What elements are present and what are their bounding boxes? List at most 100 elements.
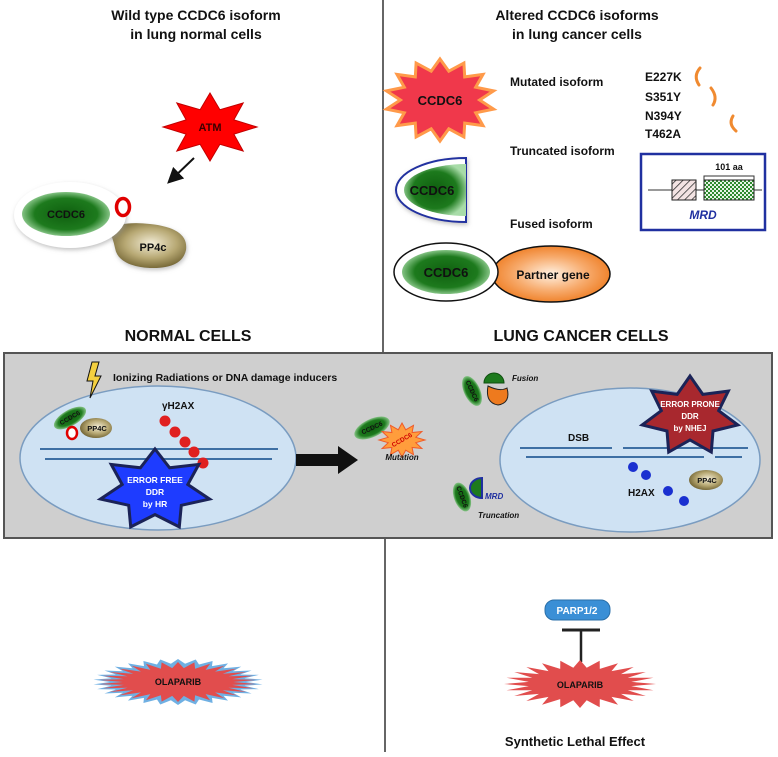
ccdc6-inner-shape [22,192,110,236]
squiggle-icon [729,114,738,133]
truncated-isoform: CCDC6 Truncated isoform 101 aa MRD [395,144,767,232]
truncation-label: Truncation [478,511,519,520]
mutation-ccdc6-shape [354,416,390,440]
hatched-domain [671,179,697,201]
mutation-item: N394Y [645,109,682,123]
pp4c-label: PP4c [140,242,167,254]
damage-inducer: Ionizing Radiations or DNA damage induce… [86,361,337,399]
truncated-ccdc6-label: CCDC6 [410,183,455,198]
squiggle-icon [694,66,702,87]
wild-type-panel: ATM PP4c CCDC6 [14,92,259,269]
parp-badge [544,599,611,621]
fused-isoform: Fused isoform Partner gene CCDC6 [393,217,611,303]
cancer-header-line-1: Altered CCDC6 isoforms [495,7,659,23]
mutation-alteration: CCDC6 CCDC6 Mutation [354,416,427,462]
gamma-h2ax-label: γH2AX [162,401,195,412]
error-prone-line-2: DDR [681,412,699,421]
mutation-list: E227K S351Y N394Y T462A [645,70,682,141]
fused-isoform-label: Fused isoform [510,217,593,231]
mutated-isoform: CCDC6 Mutated isoform E227K S351Y N394Y … [382,56,738,144]
ddr-panel: PP4C CCDC6 γH2AX ERROR FREE DDR by HR I [3,352,773,539]
olaparib-star-shape [504,660,656,708]
fusion-partner-shape [487,385,509,406]
lung-cancer-cells-title: LUNG CANCER CELLS [493,328,668,345]
normal-cell: PP4C CCDC6 γH2AX ERROR FREE DDR by HR [19,385,297,531]
error-free-star-shape [96,446,214,530]
error-free-line-2: DDR [146,487,164,497]
h2ax-label: H2AX [628,488,655,499]
parp-label: PARP1/2 [557,606,598,617]
atm-label: ATM [198,122,221,134]
gamma-h2ax-dot [179,436,191,448]
mutated-isoform-label: Mutated isoform [510,75,603,89]
cancer-cell-body [499,387,761,533]
normal-header-line-2: in lung normal cells [130,26,262,42]
pp4c-shape [108,223,187,269]
altered-panel: CCDC6 Mutated isoform E227K S351Y N394Y … [382,56,767,303]
fusion-label: Fusion [512,374,538,383]
normal-header: Wild type CCDC6 isoform in lung normal c… [111,7,280,42]
h2ax-dot [628,462,638,472]
normal-pp4c-label: PP4C [87,424,107,433]
normal-cells-title: NORMAL CELLS [125,328,252,345]
domain-bracket [703,175,755,181]
olaparib-label: OLAPARIB [557,680,604,690]
domain-length-label: 101 aa [715,162,744,172]
error-free-ddr-star: ERROR FREE DDR by HR [96,446,214,530]
error-prone-ddr-star: ERROR PRONE DDR by NHEJ [638,373,742,455]
atm-star: ATM [161,92,259,162]
mutation-label: Mutation [385,453,418,462]
fused-ccdc6-label: CCDC6 [424,265,469,280]
mrd-domain [703,179,755,201]
fusion-ccdc6-cap [483,372,505,384]
pp4c-blob: PP4c [108,223,187,269]
dsb-label: DSB [568,433,589,444]
inducer-label: Ionizing Radiations or DNA damage induce… [113,372,337,384]
normal-header-line-1: Wild type CCDC6 isoform [111,7,280,23]
normal-pp4c-shape [80,418,112,438]
fused-ccdc6-inner [402,250,490,294]
mutant-ccdc6-star [382,56,498,144]
phospho-ring-icon [114,196,132,218]
fusion-ccdc6-shape [462,376,482,406]
transition-arrow [296,446,358,474]
mrd-label: MRD [689,208,717,222]
mutant-ccdc6-label: CCDC6 [418,93,463,108]
synthetic-lethal-label: Synthetic Lethal Effect [505,734,646,749]
cancer-header: Altered CCDC6 isoforms in lung cancer ce… [495,7,659,42]
mutation-item: E227K [645,70,682,84]
mutation-item: S351Y [645,90,681,104]
truncation-mrd-label: MRD [485,492,503,501]
cancer-cell: DSB PP4C H2AX ERROR PRONE DDR by NHEJ [499,373,761,533]
error-free-line-3: by HR [143,499,168,509]
mrd-domain-box: 101 aa MRD [639,152,767,232]
atm-activation-arrow [167,157,195,184]
error-free-line-1: ERROR FREE [127,475,183,485]
fusion-alteration: CCDC6 Fusion [462,372,538,406]
gamma-h2ax-foci [159,415,209,469]
h2ax-dot [663,486,673,496]
atm-star-shape [161,92,259,162]
gamma-h2ax-dot [197,457,209,469]
cancer-pp4c-label: PP4C [697,476,717,485]
phospho-ring-icon [65,425,79,441]
cancer-pp4c-shape [689,470,723,490]
mutation-star-shape [377,421,427,459]
truncation-ccdc6-shape [452,482,472,512]
error-prone-line-1: ERROR PRONE [660,400,720,409]
gamma-h2ax-dot [188,446,200,458]
olaparib-star-shape [99,662,257,702]
lightning-icon [86,361,102,399]
broken-dna [520,447,748,458]
gamma-h2ax-dot [169,426,181,438]
partner-gene-label: Partner gene [516,268,590,282]
normal-ccdc6-shape [53,406,87,430]
normal-olaparib: OLAPARIB [93,659,263,705]
ccdc6-label: CCDC6 [47,209,85,221]
error-prone-line-3: by NHEJ [674,424,707,433]
squiggle-icon [709,86,717,107]
truncated-isoform-label: Truncated isoform [510,144,615,158]
gamma-h2ax-dot [159,415,171,427]
mutation-item: T462A [645,127,681,141]
olaparib-label: OLAPARIB [155,677,202,687]
